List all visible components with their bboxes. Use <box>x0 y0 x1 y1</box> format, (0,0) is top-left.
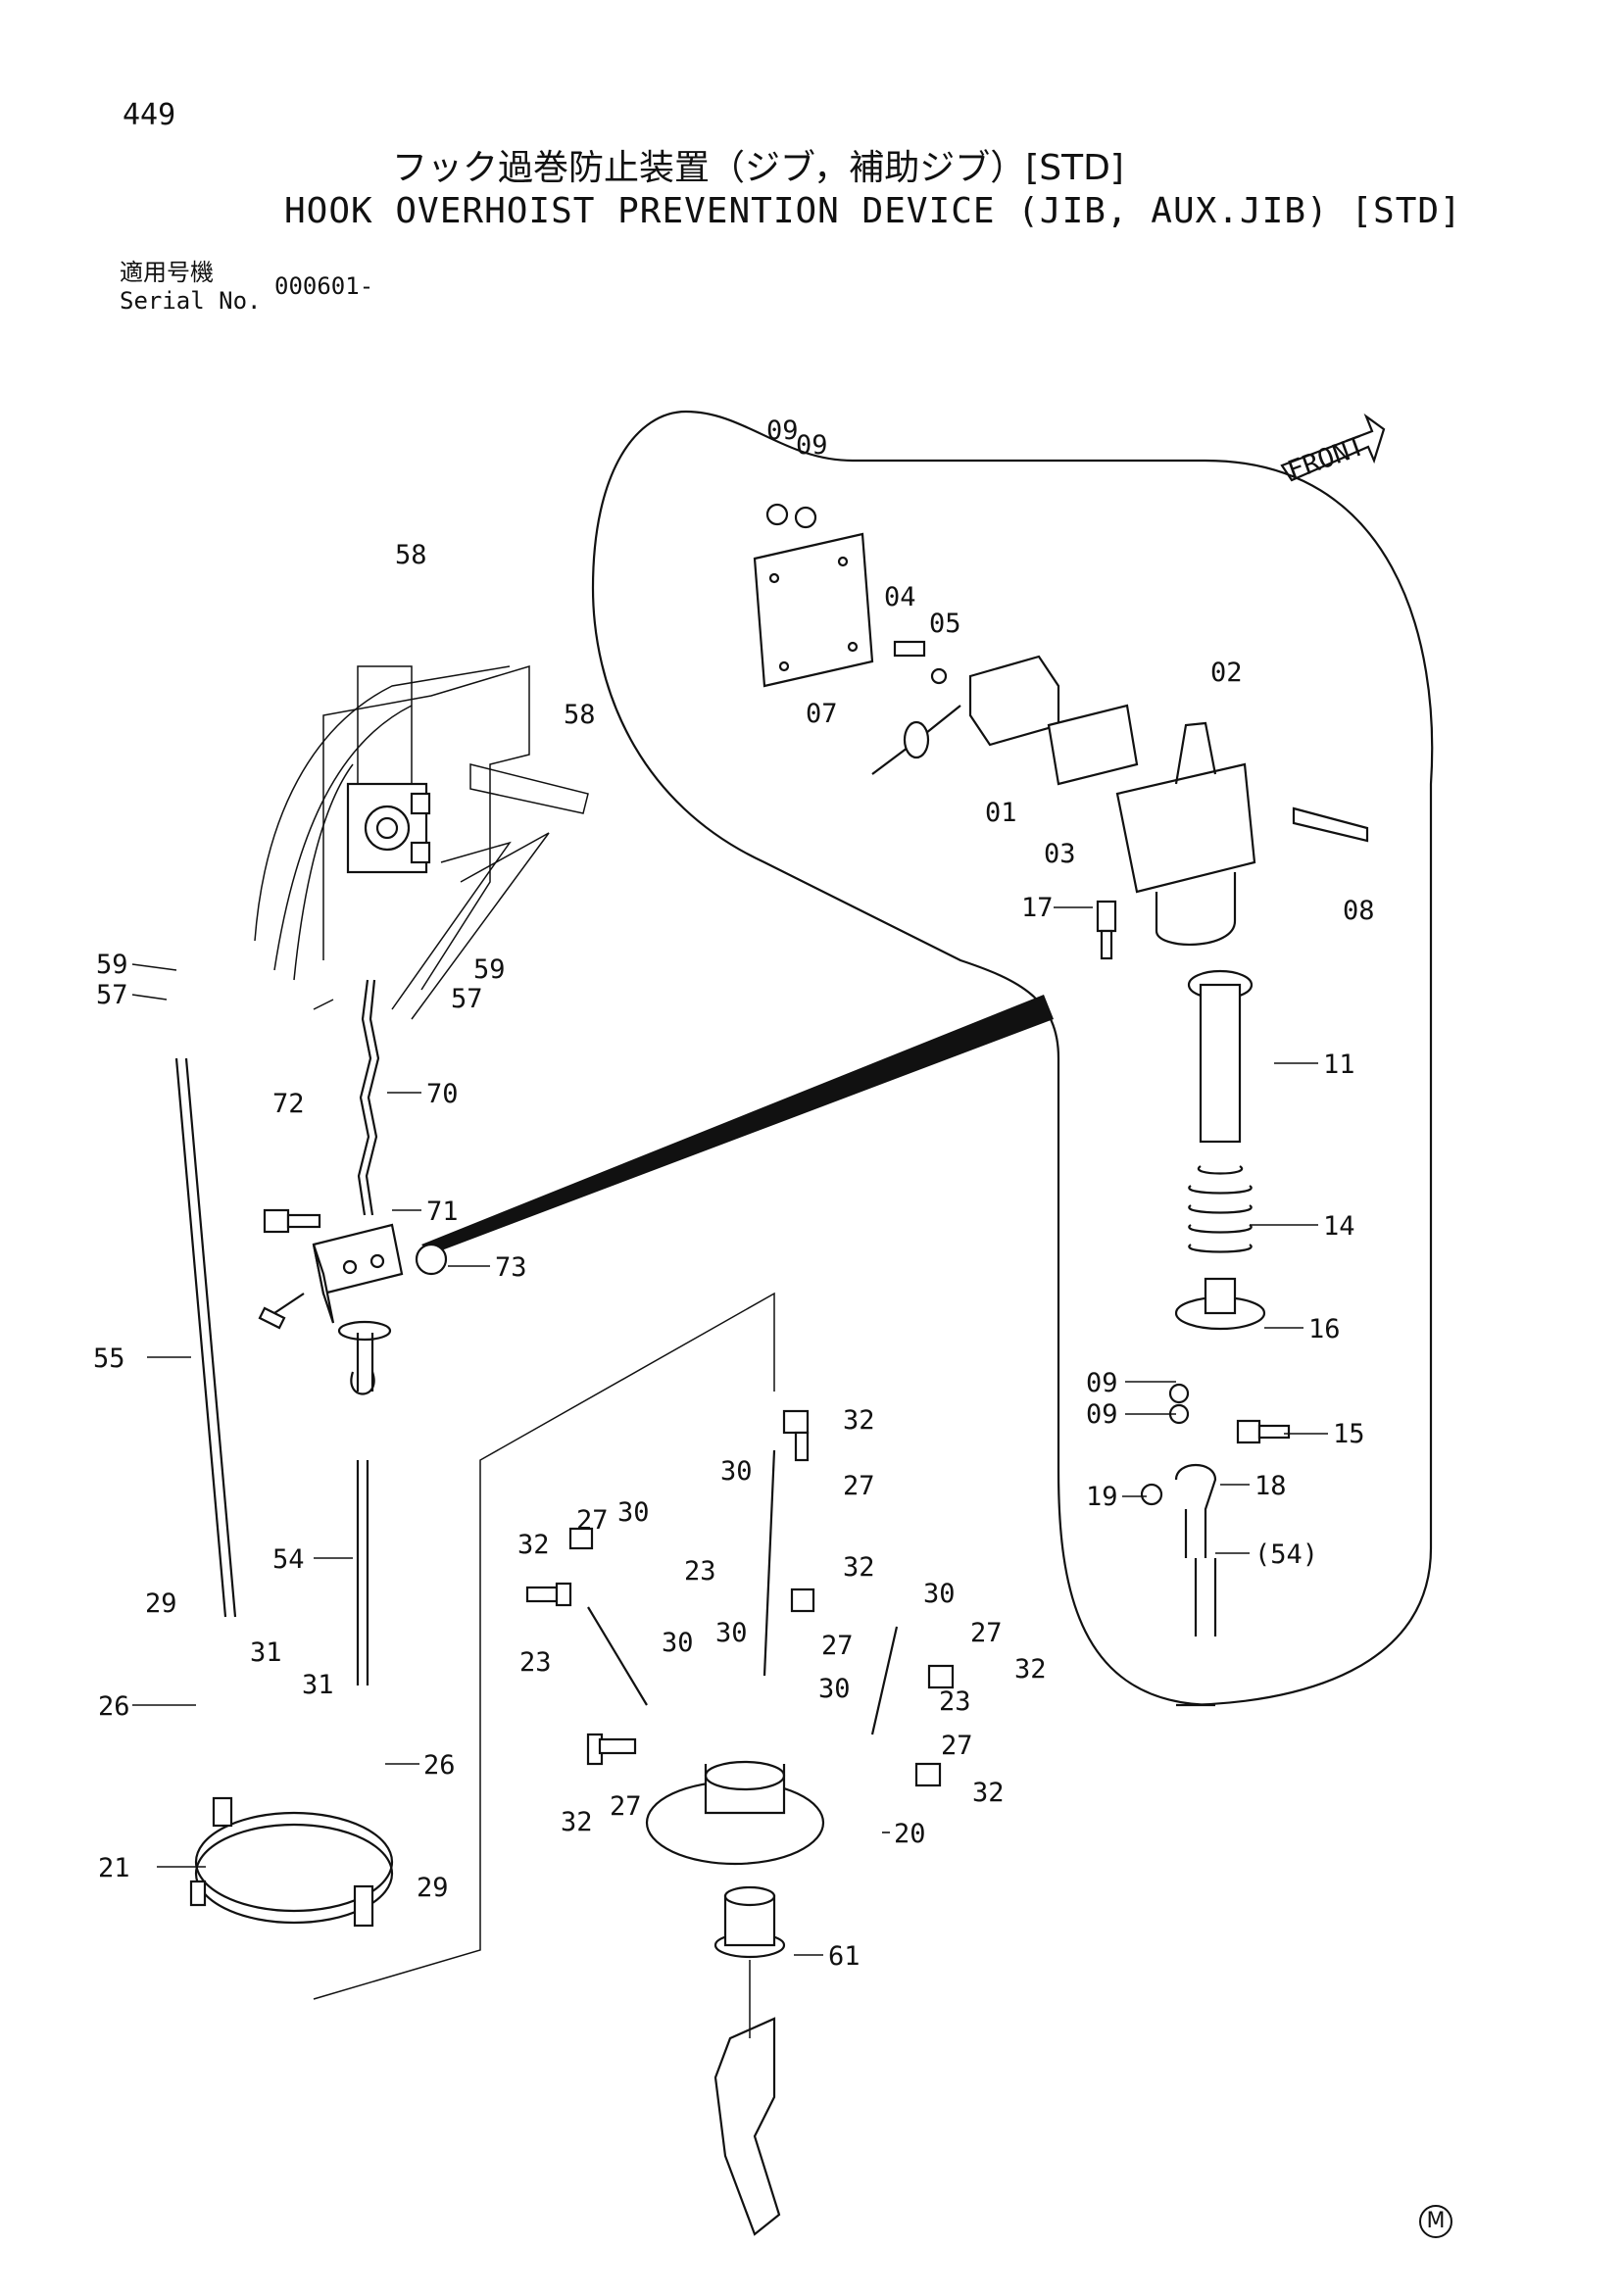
callout-07: 07 <box>806 699 838 729</box>
callouts: 09 09 04 05 07 02 01 03 08 17 11 14 16 0… <box>93 415 1375 1972</box>
callout-27d: 27 <box>970 1618 1003 1648</box>
plate-20 <box>645 1760 825 1866</box>
bolt-72 <box>263 1208 321 1234</box>
ring-21 <box>189 1796 394 1928</box>
detail-leader-wedge <box>421 995 1054 1254</box>
link-hardware <box>525 1409 955 1787</box>
callout-30d: 30 <box>715 1618 748 1648</box>
callout-32b: 32 <box>843 1405 875 1436</box>
callout-27e: 27 <box>941 1731 973 1761</box>
detail-parts <box>753 503 1369 1637</box>
callout-19: 19 <box>1086 1482 1118 1512</box>
callout-72: 72 <box>272 1089 305 1119</box>
callout-23c: 23 <box>939 1686 971 1717</box>
hook-lever <box>713 2017 781 2236</box>
callout-55: 55 <box>93 1343 125 1374</box>
callout-32f: 32 <box>561 1807 593 1837</box>
detail-enclosure <box>591 410 1434 1707</box>
callout-71: 71 <box>426 1197 459 1227</box>
bushing-61 <box>713 1885 786 1959</box>
callout-30b: 30 <box>720 1456 753 1487</box>
callout-32c: 32 <box>843 1552 875 1583</box>
callout-11: 11 <box>1323 1050 1355 1080</box>
callout-02: 02 <box>1210 658 1243 688</box>
callout-54: 54 <box>272 1544 305 1575</box>
callout-09a: 09 <box>766 415 799 446</box>
callout-31a: 31 <box>250 1637 282 1668</box>
callout-14: 14 <box>1323 1211 1355 1242</box>
callout-05: 05 <box>929 609 961 639</box>
callout-30e: 30 <box>923 1579 956 1609</box>
callout-03: 03 <box>1044 839 1076 869</box>
chain-70 <box>357 979 380 1216</box>
callout-27f: 27 <box>610 1791 642 1822</box>
serial-label-english: Serial No. <box>120 287 262 315</box>
front-arrow-icon: FRONT <box>1280 413 1386 487</box>
callout-23a: 23 <box>684 1556 716 1587</box>
callout-59a: 59 <box>96 950 128 980</box>
callout-27b: 27 <box>843 1471 875 1501</box>
jib-boom-sketch <box>254 664 589 1020</box>
callout-59b: 59 <box>473 954 506 985</box>
callout-17: 17 <box>1021 893 1054 923</box>
rod-55-edge <box>184 1057 237 1618</box>
callout-32d: 32 <box>1014 1654 1047 1685</box>
callout-23b: 23 <box>519 1647 552 1678</box>
callout-32e: 32 <box>972 1778 1005 1808</box>
leader-lines <box>131 906 1328 1956</box>
serial-number-value: 000601- <box>274 272 374 300</box>
corner-mark: M <box>1419 2205 1452 2238</box>
callout-21: 21 <box>98 1853 130 1883</box>
callout-09c: 09 <box>1086 1368 1118 1398</box>
callout-30a: 30 <box>617 1497 650 1528</box>
callout-29a: 29 <box>145 1588 177 1619</box>
callout-18: 18 <box>1254 1471 1287 1501</box>
callout-70: 70 <box>426 1079 459 1109</box>
callout-61: 61 <box>828 1941 861 1972</box>
callout-09d: 09 <box>1086 1399 1118 1430</box>
callout-30c: 30 <box>662 1628 694 1658</box>
page-number: 449 <box>123 98 176 132</box>
callout-73: 73 <box>495 1252 527 1283</box>
callout-31b: 31 <box>302 1670 334 1700</box>
page-title-english: HOOK OVERHOIST PREVENTION DEVICE (JIB, A… <box>284 191 1462 231</box>
callout-29b: 29 <box>417 1873 449 1903</box>
callout-01: 01 <box>985 798 1017 828</box>
group-bracket-left <box>313 1292 775 2000</box>
callout-57a: 57 <box>96 980 128 1010</box>
callout-09b: 09 <box>796 430 828 461</box>
callout-30f: 30 <box>818 1674 851 1704</box>
callout-15: 15 <box>1333 1419 1365 1449</box>
callout-32a: 32 <box>517 1530 550 1560</box>
callout-54-ref: (54) <box>1254 1539 1318 1570</box>
rod-55 <box>174 1057 227 1618</box>
callout-20: 20 <box>894 1819 926 1849</box>
callout-57b: 57 <box>451 984 483 1014</box>
nut-73 <box>415 1243 448 1276</box>
callout-58b: 58 <box>564 700 596 730</box>
limit-switch-block <box>258 1223 404 1395</box>
callout-58a: 58 <box>395 540 427 570</box>
callout-08: 08 <box>1343 896 1375 926</box>
serial-label-japanese: 適用号機 <box>120 259 214 286</box>
callout-26b: 26 <box>423 1750 456 1781</box>
callout-27a: 27 <box>576 1505 609 1536</box>
callout-04: 04 <box>884 582 916 612</box>
callout-16: 16 <box>1308 1314 1341 1344</box>
page-title-japanese: フック過巻防止装置（ジブ，補助ジブ）[STD] <box>392 148 1124 188</box>
callout-26a: 26 <box>98 1691 130 1722</box>
callout-27c: 27 <box>821 1631 854 1661</box>
